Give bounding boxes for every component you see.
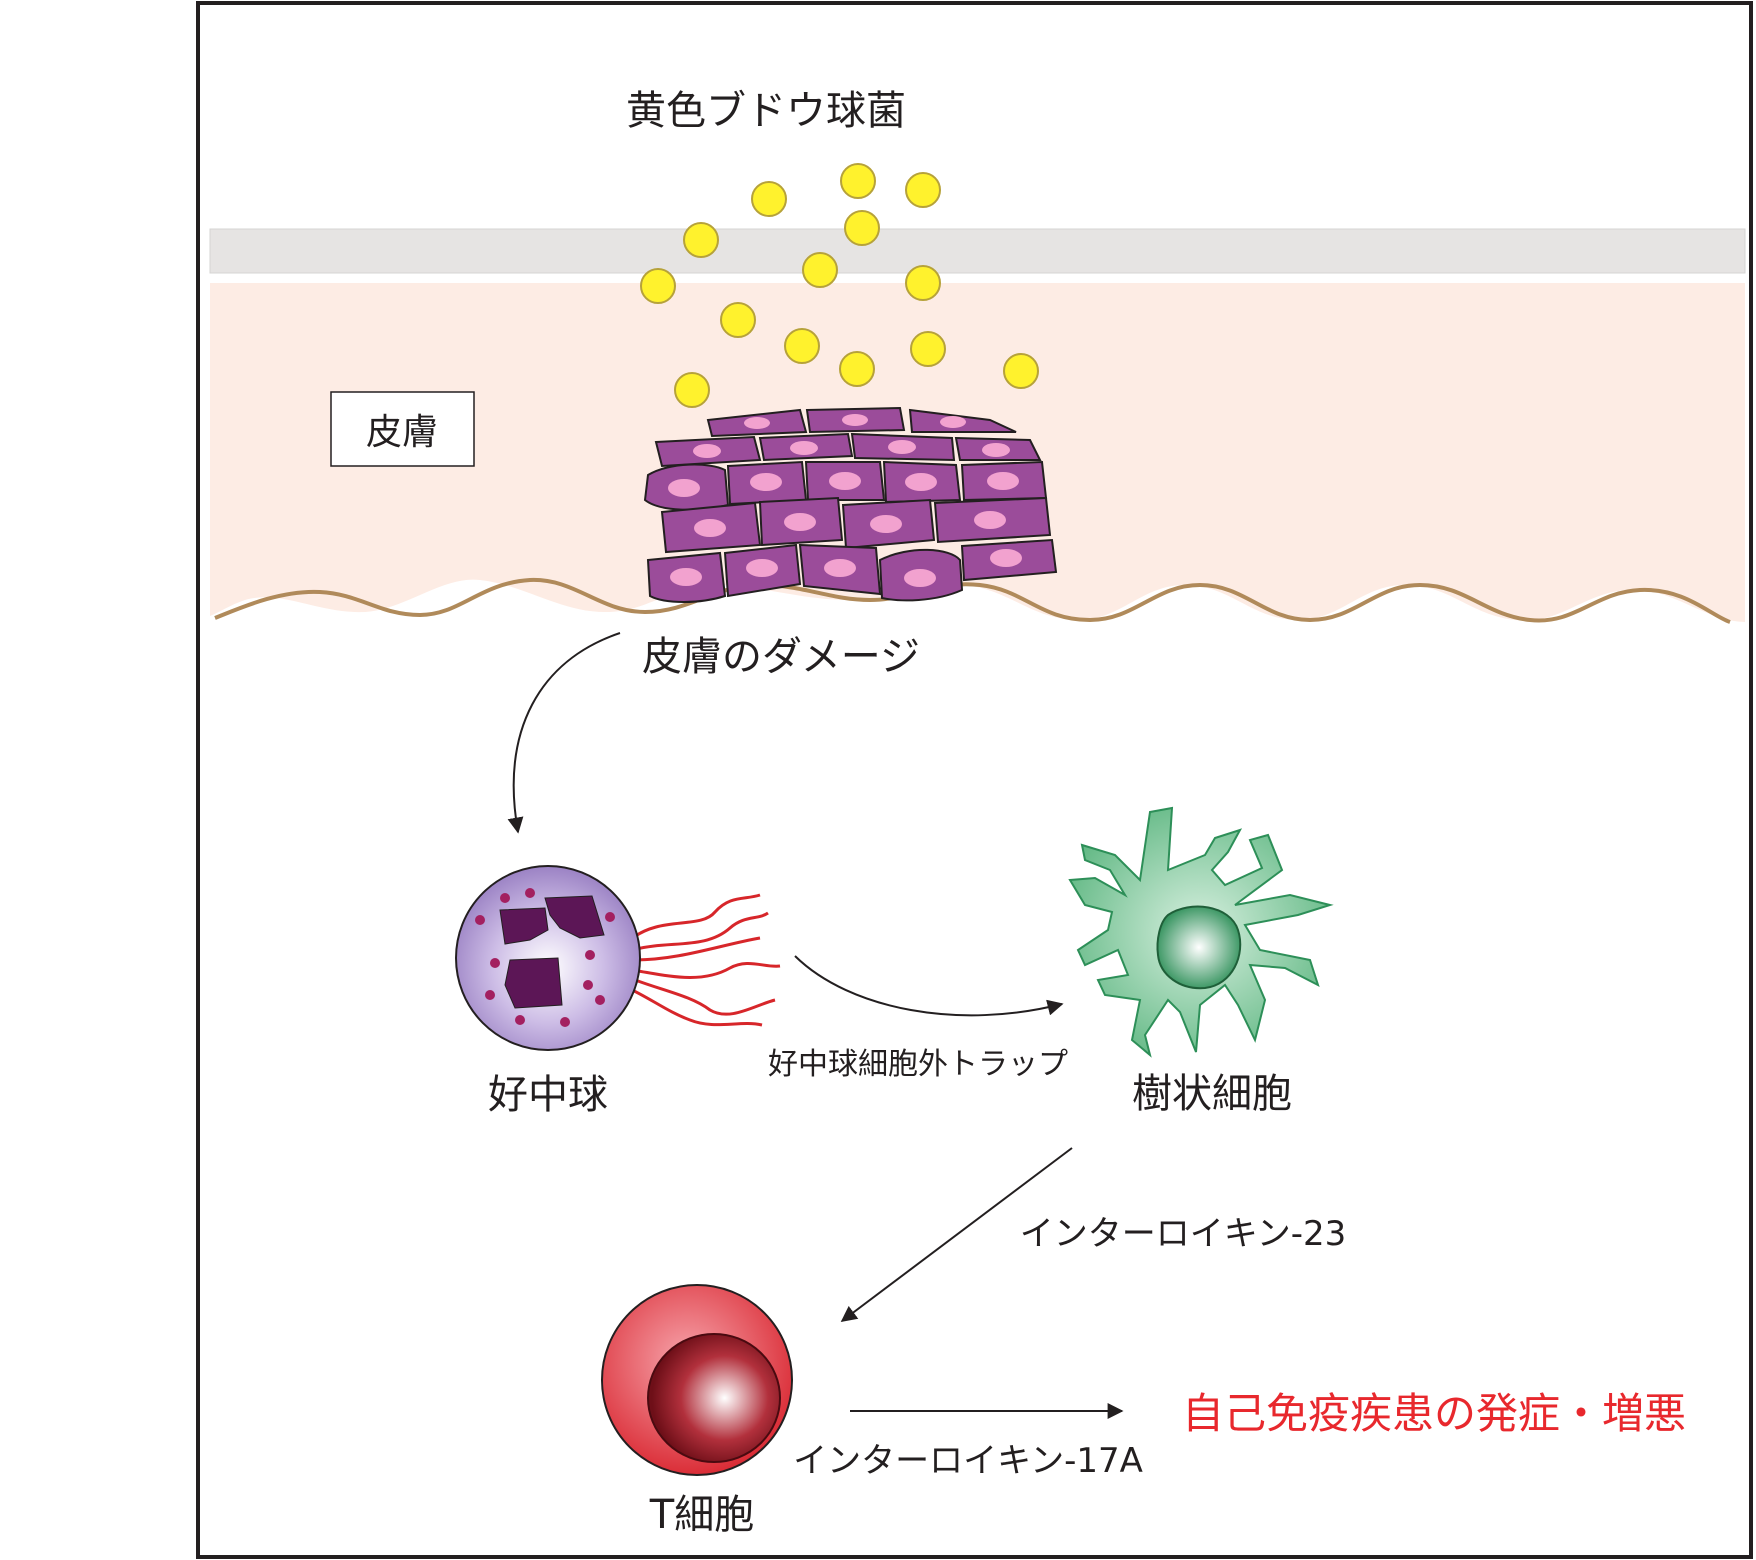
tcell-nucleus	[647, 1333, 781, 1463]
keratinocyte-nucleus	[904, 569, 936, 587]
outcome-label: 自己免疫疾患の発症・増悪	[1182, 1389, 1686, 1438]
keratinocyte-nucleus	[746, 559, 778, 577]
t-cell-icon	[601, 1284, 793, 1476]
neutrophil-label: 好中球	[488, 1072, 608, 1118]
dendritic-nucleus	[1156, 905, 1242, 990]
bacterium	[839, 351, 875, 387]
keratinocyte-nucleus	[888, 440, 916, 454]
keratinocyte-nucleus	[987, 472, 1019, 490]
keratinocyte-nucleus	[842, 414, 868, 426]
bacterium	[844, 210, 880, 246]
net-label: 好中球細胞外トラップ	[768, 1047, 1068, 1082]
keratinocyte-nucleus	[693, 444, 721, 458]
keratinocyte-nucleus	[790, 441, 818, 455]
bacterium	[640, 268, 676, 304]
bacterium	[910, 331, 946, 367]
dendritic-cell-icon	[1068, 806, 1334, 1058]
keratinocyte-nucleus	[974, 511, 1006, 529]
keratinocyte-nucleus	[982, 443, 1010, 457]
skin-label: 皮膚	[366, 412, 438, 453]
keratinocyte-nucleus	[940, 416, 966, 428]
stratum-corneum-band	[209, 228, 1746, 274]
bacterium	[905, 172, 941, 208]
skin-label-box	[330, 391, 475, 467]
bacteria-label: 黄色ブドウ球菌	[626, 88, 906, 134]
dendritic-label: 樹状細胞	[1132, 1071, 1292, 1117]
bacterium	[1003, 353, 1039, 389]
keratinocyte-nucleus	[694, 519, 726, 537]
bacterium	[784, 328, 820, 364]
il23-label: インターロイキン-23	[1020, 1214, 1347, 1254]
keratinocyte-nucleus	[870, 515, 902, 533]
keratinocyte-nucleus	[824, 559, 856, 577]
arrow-neutrophil-to-dendritic	[794, 955, 1064, 1017]
bacterium	[674, 372, 710, 408]
keratinocyte-nucleus	[905, 473, 937, 491]
keratinocyte-nucleus	[829, 472, 861, 490]
keratinocyte-layer-icon	[643, 406, 1058, 603]
keratinocyte-nucleus	[744, 417, 770, 429]
basement-membrane-line	[214, 577, 1731, 624]
keratinocyte-nucleus	[670, 568, 702, 586]
bacterium	[683, 222, 719, 258]
neutrophil-nucleus-lobe	[499, 907, 549, 945]
neutrophil-granules	[475, 888, 615, 1027]
bacterium	[720, 302, 756, 338]
tcell-label: T細胞	[649, 1492, 754, 1538]
net-fibers	[627, 893, 781, 1027]
neutrophil-nucleus-lobe	[504, 957, 563, 1009]
neutrophil-icon	[455, 865, 781, 1051]
bacterium	[802, 252, 838, 288]
bacterium	[751, 181, 787, 217]
bacterium	[840, 163, 876, 199]
keratinocyte-nucleus	[750, 473, 782, 491]
arrow-dendritic-to-tcell	[840, 1147, 1073, 1322]
arrow-damage-to-neutrophil	[507, 632, 621, 834]
staphylococcus-aureus-icon	[640, 163, 1039, 408]
keratinocyte-nucleus	[990, 549, 1022, 567]
il17a-label: インターロイキン-17A	[793, 1441, 1143, 1481]
keratinocyte-nucleus	[784, 513, 816, 531]
skin-damage-label: 皮膚のダメージ	[642, 634, 920, 680]
keratinocyte-nucleus	[668, 479, 700, 497]
neutrophil-nucleus-lobe	[544, 895, 605, 939]
bacterium	[905, 265, 941, 301]
